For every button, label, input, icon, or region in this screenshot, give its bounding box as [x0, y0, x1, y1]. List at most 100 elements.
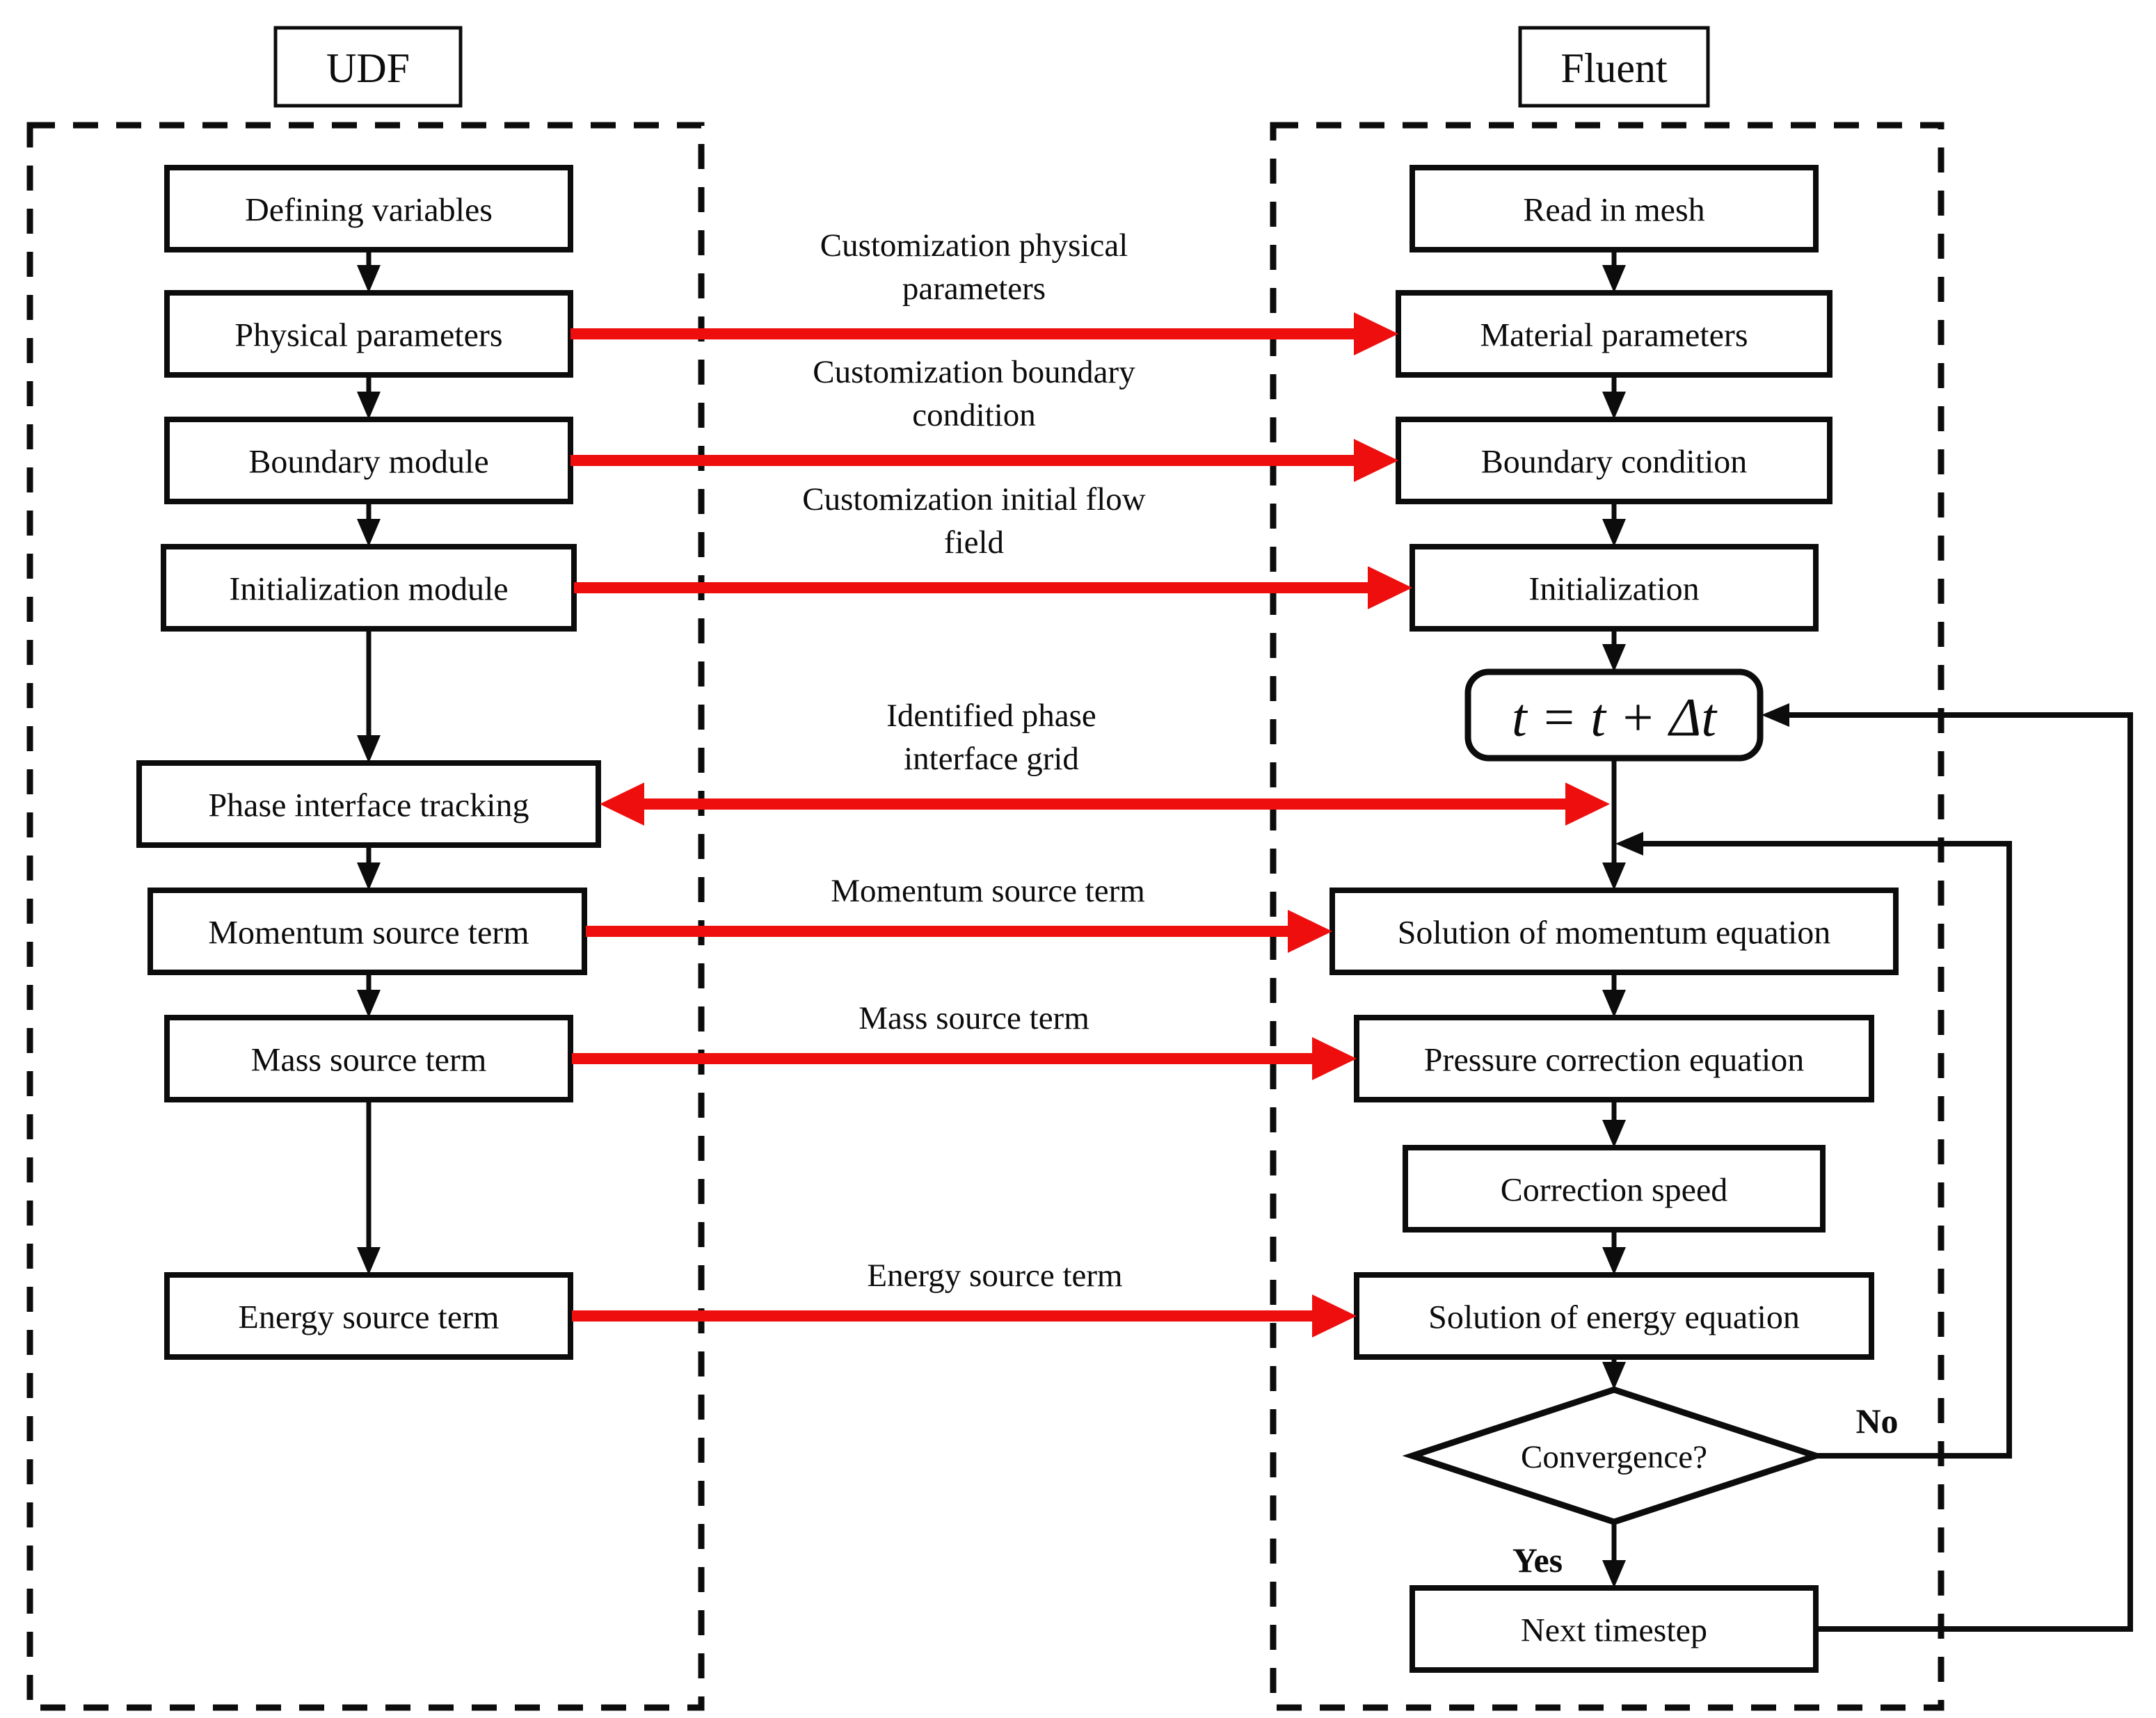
arrow-boundary-to-initialization-f: [1602, 501, 1626, 547]
box-initialization-module: Initialization module: [161, 544, 577, 632]
arrow-boundary-to-initialization: [357, 501, 381, 547]
link-label-customization-boundary-line2: condition: [912, 397, 1036, 433]
box-phase-interface-tracking: Phase interface tracking: [136, 760, 601, 848]
box-energy-source-term: Energy source term: [164, 1272, 573, 1360]
box-momentum-source-term-rect: [147, 888, 587, 975]
arrow-defining-to-physical: [357, 250, 381, 293]
link-label-customization-physical-line1: Customization physical: [820, 227, 1128, 264]
arrow-momentum-to-mass: [357, 972, 381, 1018]
arrow-physical-to-boundary: [357, 375, 381, 419]
box-phase-interface-tracking-rect: [136, 760, 601, 848]
fluent-title-group: Fluent: [1518, 26, 1710, 108]
box-initialization-label: Initialization: [1528, 571, 1699, 608]
box-solution-momentum-label: Solution of momentum equation: [1398, 915, 1831, 952]
box-correction-speed-label: Correction speed: [1501, 1172, 1728, 1209]
arrow-pressure-to-correction: [1602, 1100, 1626, 1148]
arrow-convergence-yes-to-next: [1602, 1522, 1626, 1588]
decision-convergence: Convergence?: [1402, 1386, 1826, 1525]
box-next-timestep: Next timestep: [1410, 1585, 1819, 1673]
box-pressure-correction-label: Pressure correction equation: [1424, 1042, 1804, 1079]
box-timestep-update-label: t = t + Δt: [1512, 687, 1718, 748]
box-initialization-module-label: Initialization module: [229, 571, 508, 608]
fluent-container: [1270, 122, 1945, 1711]
arrow-timestep-to-momentum: [1602, 758, 1626, 890]
box-solution-energy-rect: [1354, 1272, 1874, 1360]
arrow-mesh-to-material: [1602, 250, 1626, 293]
fluent-title-box: [1518, 26, 1710, 108]
box-initialization: Initialization: [1410, 544, 1819, 632]
box-correction-speed-rect: [1403, 1145, 1826, 1233]
red-arrow-customization-initial-flow: [574, 566, 1412, 609]
arrow-initialization-to-timestep: [1602, 629, 1626, 672]
box-read-in-mesh: Read in mesh: [1410, 165, 1819, 252]
box-solution-energy: Solution of energy equation: [1354, 1272, 1874, 1360]
box-boundary-condition-label: Boundary condition: [1481, 444, 1748, 481]
box-solution-momentum: Solution of momentum equation: [1329, 888, 1899, 975]
arrow-correction-to-energy: [1602, 1230, 1626, 1275]
box-next-timestep-label: Next timestep: [1521, 1612, 1707, 1649]
udf-title: UDF: [326, 45, 410, 91]
arrow-momentum-to-pressure: [1602, 972, 1626, 1018]
arrow-phase-to-momentum: [357, 845, 381, 890]
link-label-identified-phase-line2: interface grid: [904, 741, 1079, 777]
red-arrow-phase-interface-bidirectional: [600, 782, 1610, 826]
loop-next-timestep: [1762, 703, 2133, 1632]
red-arrow-momentum-source: [586, 910, 1332, 953]
box-pressure-correction: Pressure correction equation: [1354, 1015, 1874, 1102]
udf-title-group: UDF: [273, 26, 463, 108]
box-solution-energy-label: Solution of energy equation: [1428, 1299, 1800, 1336]
box-boundary-module-label: Boundary module: [248, 444, 488, 481]
box-mass-source-term: Mass source term: [164, 1015, 573, 1102]
red-arrow-customization-physical: [570, 312, 1398, 355]
link-label-customization-physical-line2: parameters: [902, 271, 1046, 307]
udf-container: [26, 122, 705, 1711]
link-label-energy-source: Energy source term: [867, 1258, 1122, 1294]
box-defining-variables-label: Defining variables: [245, 192, 493, 229]
fluent-title: Fluent: [1560, 45, 1668, 91]
udf-title-box: [273, 26, 463, 108]
box-physical-parameters: Physical parameters: [164, 290, 573, 378]
label-yes: Yes: [1512, 1541, 1563, 1580]
box-phase-interface-tracking-label: Phase interface tracking: [208, 787, 529, 824]
arrow-initialization-to-phase: [357, 629, 381, 763]
loop-no-feedback: [1615, 832, 2012, 1459]
link-label-customization-boundary-line1: Customization boundary: [813, 354, 1135, 390]
box-material-parameters: Material parameters: [1396, 290, 1832, 378]
box-read-in-mesh-label: Read in mesh: [1523, 192, 1704, 229]
box-momentum-source-term-label: Momentum source term: [208, 915, 529, 952]
link-label-momentum-source: Momentum source term: [831, 873, 1145, 909]
box-material-parameters-label: Material parameters: [1480, 317, 1748, 354]
arrow-energy-to-convergence: [1602, 1357, 1626, 1390]
link-label-customization-initial-flow: Customization initial flow field: [802, 481, 1146, 561]
link-label-customization-initial-flow-line2: field: [944, 524, 1004, 561]
link-label-customization-physical: Customization physical parameters: [820, 227, 1128, 307]
loop-no-feedback-arrowhead: [1615, 832, 1643, 856]
box-momentum-source-term: Momentum source term: [147, 888, 587, 975]
box-defining-variables: Defining variables: [164, 165, 573, 252]
box-energy-source-term-label: Energy source term: [239, 1299, 500, 1336]
box-mass-source-term-label: Mass source term: [251, 1042, 487, 1079]
decision-convergence-label: Convergence?: [1521, 1439, 1707, 1475]
link-label-customization-initial-flow-line1: Customization initial flow: [802, 481, 1146, 517]
arrow-material-to-boundary: [1602, 375, 1626, 419]
box-defining-variables-rect: [164, 165, 573, 252]
box-solution-momentum-rect: [1329, 888, 1899, 975]
label-no: No: [1855, 1402, 1898, 1440]
box-physical-parameters-label: Physical parameters: [234, 317, 502, 354]
red-arrow-energy-source: [572, 1294, 1357, 1338]
box-boundary-module: Boundary module: [164, 417, 573, 504]
box-timestep-update: t = t + Δt: [1464, 668, 1764, 762]
loop-next-timestep-arrowhead: [1762, 703, 1789, 727]
box-initialization-rect: [1410, 544, 1819, 632]
arrow-mass-to-energy: [357, 1100, 381, 1275]
link-label-customization-boundary: Customization boundary condition: [813, 354, 1135, 433]
red-arrow-mass-source: [572, 1037, 1357, 1080]
red-arrow-customization-boundary: [570, 439, 1398, 482]
link-label-mass-source: Mass source term: [859, 1000, 1089, 1036]
link-label-identified-phase: Identified phase interface grid: [886, 698, 1096, 777]
box-mass-source-term-rect: [164, 1015, 573, 1102]
box-boundary-condition: Boundary condition: [1396, 417, 1832, 504]
